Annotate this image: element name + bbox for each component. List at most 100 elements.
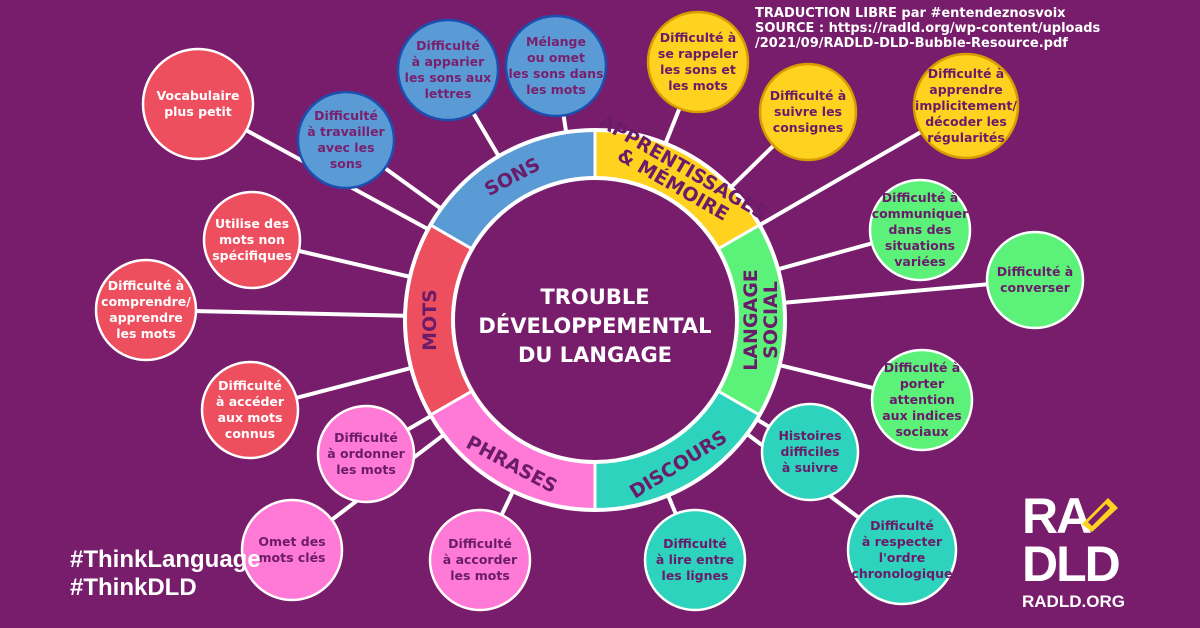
bubble-circle — [396, 18, 500, 122]
hashtags: #ThinkLanguage #ThinkDLD — [70, 546, 261, 602]
bubble-text-line: porter — [900, 376, 945, 391]
credit-line-3: /2021/09/RADLD-DLD-Bubble-Resource.pdf — [755, 36, 1068, 51]
bubble-circle — [646, 10, 750, 114]
logo-url: RADLD.ORG — [1022, 592, 1125, 611]
bubble-circle — [760, 402, 860, 502]
bubble-circle — [200, 360, 300, 460]
bubble-text-line: Histoires — [778, 428, 841, 443]
bubble-text-line: les sons aux — [405, 70, 492, 85]
bubble-text-line: Vocabulaire — [157, 88, 240, 103]
bubble-text-line: à lire entre — [656, 552, 734, 567]
bubble-text-line: Difficulté à — [660, 30, 736, 45]
segment-label-langage_social: LANGAGE — [740, 269, 762, 371]
logo-row-1: RA — [1022, 488, 1092, 544]
bubble-text-line: à ordonner — [327, 446, 405, 461]
bubble-text-line: Difficulté à — [108, 278, 184, 293]
bubble-circle — [758, 62, 858, 162]
bubble-text-line: Mélange — [526, 34, 586, 49]
bubble-text-line: les sons et — [660, 62, 736, 77]
hashtag-think-dld: #ThinkDLD — [70, 574, 197, 601]
bubble-text-line: les mots — [526, 82, 586, 97]
bubble-text-line: difficiles — [780, 444, 839, 459]
bubble-text-line: les mots — [450, 568, 510, 583]
bubble-text-line: apprendre — [929, 82, 1002, 97]
bubble-text-line: à accéder — [216, 394, 285, 409]
bubble-text-line: à suivre — [782, 460, 838, 475]
bubble-text-line: Difficulté — [334, 430, 398, 445]
bubble-text-line: lettres — [425, 86, 472, 101]
bubble-text-line: les lignes — [662, 568, 729, 583]
bubble-circle — [868, 178, 972, 282]
bubble-text-line: Difficulté à — [928, 66, 1004, 81]
bubble-text-line: suivre les — [774, 104, 842, 119]
bubble-text-line: Omet des — [258, 534, 325, 549]
bubble-text-line: décoder les — [925, 114, 1007, 129]
bubble-text-line: les mots — [336, 462, 396, 477]
center-disc — [451, 176, 739, 464]
bubble-circle — [296, 90, 396, 190]
bubble-circle — [870, 348, 974, 452]
bubble-text-line: situations — [885, 238, 955, 253]
bubble-text-line: converser — [1000, 280, 1071, 295]
label-group-mots: MOTS — [419, 289, 441, 351]
bubble-text-line: chronologique — [852, 566, 953, 581]
category-ring — [403, 128, 787, 512]
center-title: TROUBLE DÉVELOPPEMENTAL DU LANGAGE — [478, 285, 711, 367]
bubble-circle — [985, 230, 1085, 330]
bubble-text-line: les mots — [116, 326, 176, 341]
bubble-text-line: sons — [330, 156, 362, 171]
bubble-text-line: mots non — [219, 232, 285, 247]
center-title-line-1: TROUBLE — [540, 285, 649, 309]
translation-credit: TRADUCTION LIBRE par #entendeznosvoix SO… — [755, 6, 1100, 51]
bubble-text-line: Difficulté à — [882, 190, 958, 205]
bubble-text-line: variées — [894, 254, 945, 269]
credit-line-2: SOURCE : https://radld.org/wp-content/up… — [755, 21, 1101, 36]
center-title-line-2: DÉVELOPPEMENTAL — [478, 313, 711, 338]
bubble-text-line: à apparier — [412, 54, 485, 69]
bubble-text-line: Difficulté — [416, 38, 480, 53]
bubble-text-line: attention — [889, 392, 955, 407]
bubble-text-line: communiquer — [872, 206, 969, 221]
bubble-text-line: Difficulté à — [884, 360, 960, 375]
bubble-text-line: Difficulté à — [997, 264, 1073, 279]
bubble-text-line: aux mots — [218, 410, 283, 425]
segment-label-mots: MOTS — [419, 289, 441, 351]
bubble-circle — [504, 14, 608, 118]
bubble-circle — [912, 52, 1020, 160]
bubble-text-line: plus petit — [164, 104, 232, 119]
bubble-text-line: dans des — [889, 222, 952, 237]
bubble-circle — [316, 404, 416, 504]
bubble-text-line: avec les — [317, 140, 374, 155]
bubble-text-line: régularités — [927, 130, 1005, 145]
bubble-text-line: apprendre — [109, 310, 182, 325]
bubble-text-line: consignes — [773, 120, 843, 135]
bubble-text-line: à travailler — [307, 124, 385, 139]
bubble-text-line: se rappeler — [658, 46, 739, 61]
bubble-text-line: sociaux — [895, 424, 948, 439]
bubble-text-line: aux indices — [882, 408, 962, 423]
logo-row-2: DLD — [1022, 536, 1121, 592]
bubble-apprentissages-6: Difficulté àapprendreimplicitement/décod… — [912, 52, 1020, 160]
bubble-circle — [428, 508, 532, 612]
bubble-text-line: Difficulté — [314, 108, 378, 123]
bubble-circle — [846, 494, 958, 606]
bubble-text-line: ou omet — [527, 50, 585, 65]
